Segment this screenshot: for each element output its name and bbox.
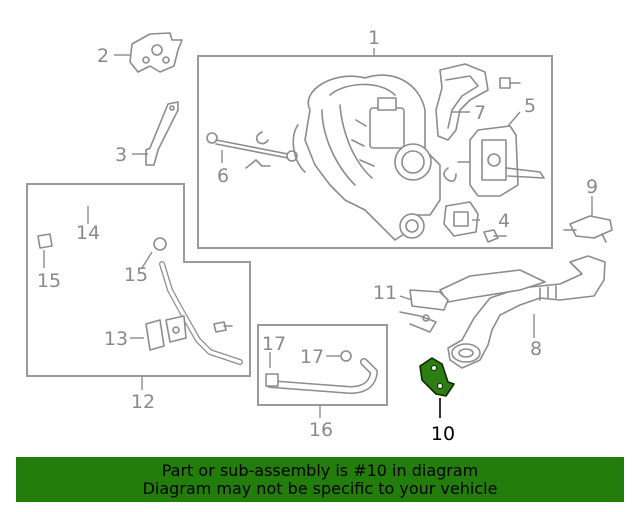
callout-9: 9 <box>586 176 598 198</box>
leader-lines <box>43 48 593 418</box>
callout-12: 12 <box>131 391 155 413</box>
part-8-exhaust-pipe[interactable] <box>439 255 606 369</box>
part-4-mount[interactable] <box>443 201 507 243</box>
part-5-actuator[interactable] <box>457 125 545 197</box>
callout-17-left: 17 <box>262 333 286 355</box>
hose-group-box <box>26 183 251 377</box>
part-6-rod[interactable] <box>206 131 298 169</box>
part-10-bracket[interactable] <box>419 357 455 397</box>
callout-7: 7 <box>474 102 486 124</box>
parts-diagram: 1 2 3 4 5 6 7 8 9 10 11 12 13 14 15 15 1… <box>26 27 613 445</box>
callout-15-left: 15 <box>37 270 61 292</box>
callout-3: 3 <box>115 144 127 166</box>
callout-14: 14 <box>76 222 100 244</box>
part-3-strap[interactable] <box>145 101 179 166</box>
callout-4: 4 <box>498 210 510 232</box>
callout-6: 6 <box>217 165 229 187</box>
part-1-turbocharger[interactable] <box>292 74 441 241</box>
callout-1: 1 <box>368 27 380 49</box>
part-15-clip-left[interactable] <box>37 233 53 249</box>
callout-10: 10 <box>431 423 455 445</box>
banner-line-1: Part or sub-assembly is #10 in diagram <box>161 460 479 480</box>
banner-line-2: Diagram may not be specific to your vehi… <box>142 478 498 498</box>
part-9-bracket[interactable] <box>563 215 613 243</box>
part-15-clip-right[interactable] <box>153 237 167 251</box>
part-11-sensor[interactable] <box>399 289 449 333</box>
bolt-top[interactable] <box>499 77 521 89</box>
callout-16: 16 <box>309 419 333 441</box>
part-13-pipe[interactable] <box>145 261 243 365</box>
callout-13: 13 <box>104 328 128 350</box>
info-banner: Part or sub-assembly is #10 in diagram D… <box>16 457 624 502</box>
callout-5: 5 <box>524 95 536 117</box>
callout-2: 2 <box>97 45 109 67</box>
callout-8: 8 <box>530 338 542 360</box>
part-14-hose[interactable] <box>37 191 159 229</box>
callout-11: 11 <box>373 282 397 304</box>
part-16-pipe[interactable] <box>265 350 378 394</box>
pipe-group-box <box>257 324 388 406</box>
callout-15-right: 15 <box>124 264 148 286</box>
part-2-bracket[interactable] <box>129 32 183 73</box>
callout-17-right: 17 <box>300 346 324 368</box>
turbocharger-group-box <box>197 55 553 249</box>
part-7-shield[interactable] <box>435 63 489 182</box>
